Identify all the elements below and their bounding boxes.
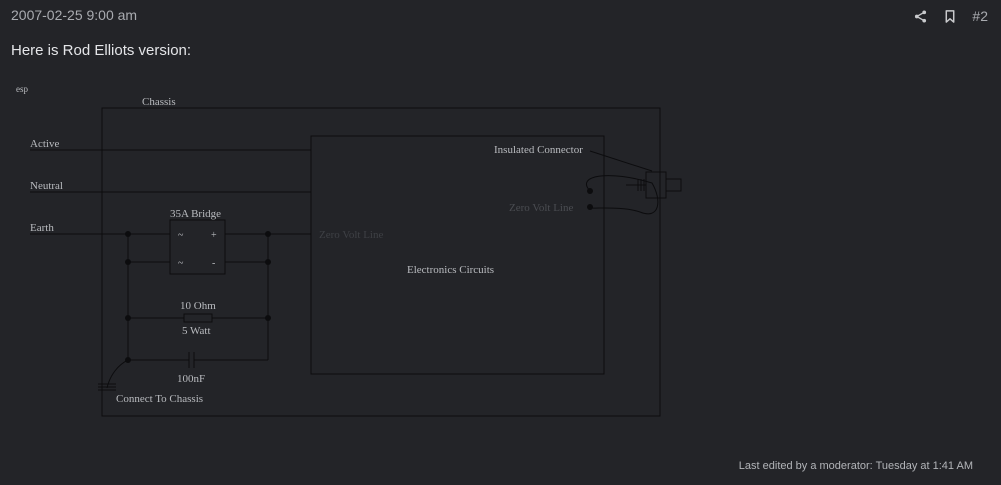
capacitor-label: 100nF (177, 373, 205, 385)
resistor-power-label: 5 Watt (182, 325, 211, 337)
bridge-plus: + (211, 230, 217, 241)
chassis-box (101, 107, 661, 417)
post-body-text: Here is Rod Elliots version: (11, 42, 192, 59)
electronics-label: Electronics Circuits (407, 264, 494, 276)
insulated-connector-label: Insulated Connector (494, 144, 583, 156)
bridge-ac-out: ~ (178, 258, 184, 269)
connector-loop (586, 175, 659, 215)
last-edited-note: Last edited by a moderator: Tuesday at 1… (738, 460, 973, 472)
insulated-connector (645, 171, 667, 199)
post-date: 2007-02-25 9:00 am (11, 7, 138, 23)
circuit-diagram: esp Chassis Active Neutral Earth 35A Bri… (16, 84, 682, 417)
share-icon[interactable] (912, 8, 928, 24)
connect-chassis-label: Connect To Chassis (116, 393, 203, 405)
bookmark-icon[interactable] (942, 8, 958, 24)
chassis-label: Chassis (142, 96, 176, 108)
post-actions: #2 (912, 8, 988, 24)
bridge-rectifier (169, 219, 226, 275)
bridge-minus: - (212, 258, 215, 269)
zero-volt-right-label: Zero Volt Line (509, 202, 573, 214)
earth-label: Earth (30, 222, 54, 234)
active-label: Active (30, 138, 59, 150)
bridge-label: 35A Bridge (170, 208, 221, 220)
electronics-box (310, 135, 605, 375)
bridge-ac-in: ~ (178, 230, 184, 241)
resistor-value-label: 10 Ohm (180, 300, 216, 312)
neutral-label: Neutral (30, 180, 63, 192)
esp-mark: esp (16, 84, 28, 94)
zero-volt-left-label: Zero Volt Line (319, 229, 383, 241)
post-number-link[interactable]: #2 (972, 8, 988, 24)
resistor (183, 313, 213, 323)
